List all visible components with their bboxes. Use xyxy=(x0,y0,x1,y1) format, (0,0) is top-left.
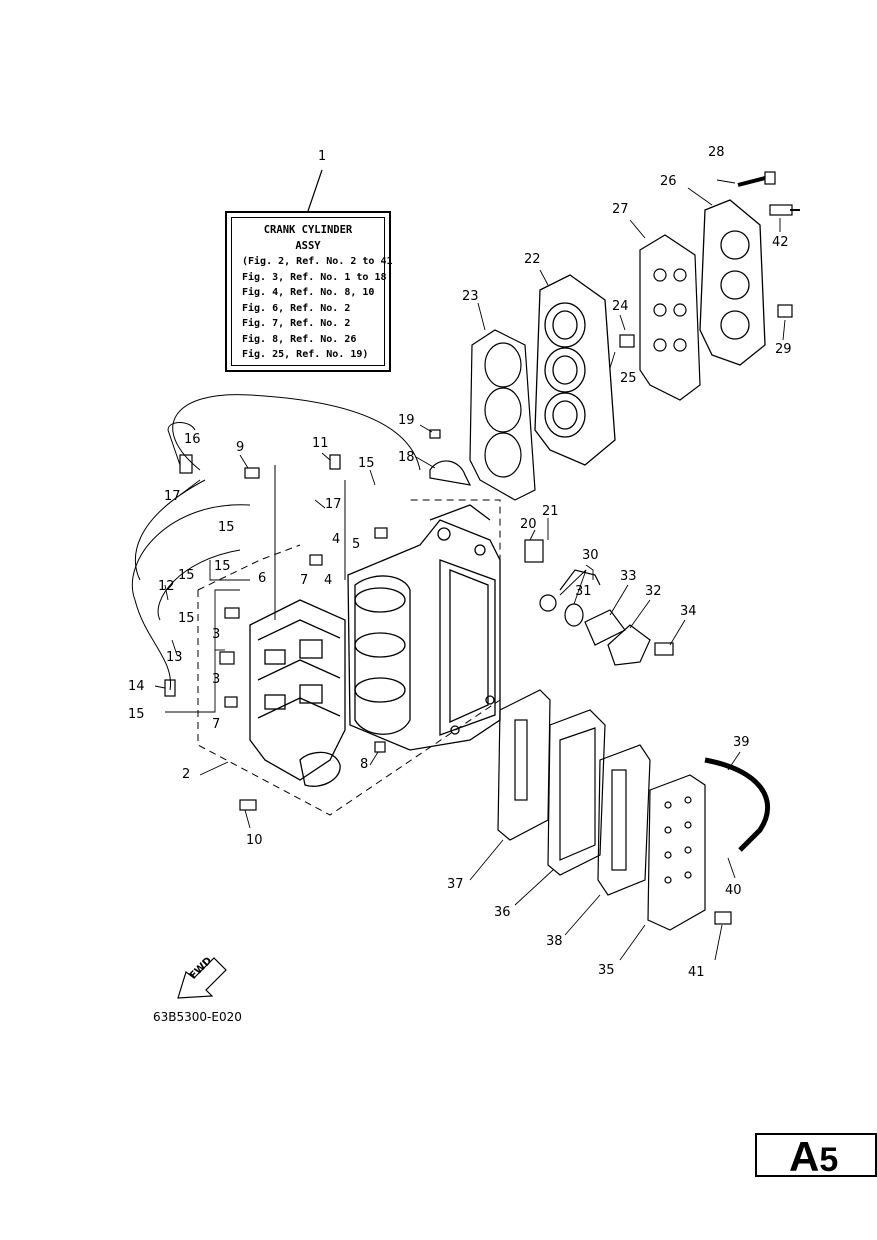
callout-41: 41 xyxy=(688,965,705,980)
callout-3: 3 xyxy=(212,672,221,687)
cylinder-block-part xyxy=(347,504,501,751)
callout-38: 38 xyxy=(546,934,563,949)
callout-15: 15 xyxy=(218,520,235,535)
legend-ref: Fig. 7, Ref. No. 2 xyxy=(242,318,351,329)
legend-ref: Fig. 4, Ref. No. 8, 10 xyxy=(242,287,375,298)
callout-14: 14 xyxy=(128,679,145,694)
callout-27: 27 xyxy=(612,202,629,217)
assembly-legend-box: CRANK CYLINDER ASSY (Fig. 2, Ref. No. 2 … xyxy=(225,211,393,372)
head-cover-gasket-part xyxy=(639,234,701,401)
callout-1: 1 xyxy=(318,149,327,164)
callout-31: 31 xyxy=(575,584,592,599)
head-gasket-part xyxy=(469,329,536,501)
callout-4: 4 xyxy=(332,532,341,547)
callout-42: 42 xyxy=(772,235,789,250)
callout-12: 12 xyxy=(158,579,175,594)
callout-7: 7 xyxy=(300,573,309,588)
callout-8: 8 xyxy=(360,757,369,772)
legend-ref: Fig. 25, Ref. No. 19) xyxy=(242,349,369,360)
callout-17: 17 xyxy=(325,497,342,512)
callout-3: 3 xyxy=(212,627,221,642)
legend-ref: Fig. 3, Ref. No. 1 to 18 xyxy=(242,271,387,283)
callout-2: 2 xyxy=(182,767,191,782)
bolts xyxy=(239,171,800,811)
callout-15: 15 xyxy=(178,611,195,626)
hose-lines xyxy=(131,394,421,691)
callout-18: 18 xyxy=(398,450,415,465)
legend-ref: Fig. 8, Ref. No. 26 xyxy=(242,333,357,345)
callout-10: 10 xyxy=(246,833,263,848)
callout-13: 13 xyxy=(166,650,183,665)
callout-16: 16 xyxy=(184,432,201,447)
callout-34: 34 xyxy=(680,604,697,619)
callout-17: 17 xyxy=(164,489,181,504)
callout-6: 6 xyxy=(258,571,267,586)
callout-25: 25 xyxy=(620,371,637,386)
callout-15: 15 xyxy=(178,568,195,583)
callout-30: 30 xyxy=(582,548,599,563)
cylinder-head-part xyxy=(534,274,616,466)
page-badge-letter: A xyxy=(789,1133,820,1180)
callout-35: 35 xyxy=(598,963,615,978)
callout-39: 39 xyxy=(733,735,750,750)
callout-15: 15 xyxy=(358,456,375,471)
thermostat-group xyxy=(524,539,674,666)
assembly-legend-inner: CRANK CYLINDER ASSY (Fig. 2, Ref. No. 2 … xyxy=(231,217,393,366)
callout-33: 33 xyxy=(620,569,637,584)
page-badge-text: A5 xyxy=(789,1135,838,1182)
callout-24: 24 xyxy=(612,299,629,314)
legend-ref: (Fig. 2, Ref. No. 2 to 41 xyxy=(242,256,393,267)
callout-20: 20 xyxy=(520,517,537,532)
callout-11: 11 xyxy=(312,436,329,451)
callout-22: 22 xyxy=(524,252,541,267)
callout-23: 23 xyxy=(462,289,479,304)
callout-21: 21 xyxy=(542,504,559,519)
callout-37: 37 xyxy=(447,877,464,892)
callout-9: 9 xyxy=(236,440,245,455)
leader-lines xyxy=(154,179,786,961)
callout-36: 36 xyxy=(494,905,511,920)
callout-15: 15 xyxy=(214,559,231,574)
callout-28: 28 xyxy=(708,145,725,160)
fittings xyxy=(164,429,472,753)
assembly-dashed-outline xyxy=(197,499,501,816)
exhaust-cover-gaskets xyxy=(497,689,771,931)
callout-40: 40 xyxy=(725,883,742,898)
callout-15: 15 xyxy=(128,707,145,722)
callout-32: 32 xyxy=(645,584,662,599)
leader-1 xyxy=(307,169,323,212)
legend-title-1: CRANK CYLINDER xyxy=(263,224,353,236)
head-cover-part xyxy=(699,199,766,366)
legend-ref: Fig. 6, Ref. No. 2 xyxy=(242,302,351,314)
drawing-code: 63B5300-E020 xyxy=(153,1010,242,1024)
callout-4: 4 xyxy=(324,573,333,588)
crankcase-part xyxy=(249,599,346,787)
callout-5: 5 xyxy=(352,537,361,552)
callout-7: 7 xyxy=(212,717,221,732)
page-badge-number: 5 xyxy=(819,1141,839,1179)
callout-26: 26 xyxy=(660,174,677,189)
callout-29: 29 xyxy=(775,342,792,357)
callout-19: 19 xyxy=(398,413,415,428)
legend-title-2: ASSY xyxy=(295,239,321,252)
page-badge: A5 xyxy=(755,1133,877,1179)
fwd-arrow-icon xyxy=(177,957,227,999)
